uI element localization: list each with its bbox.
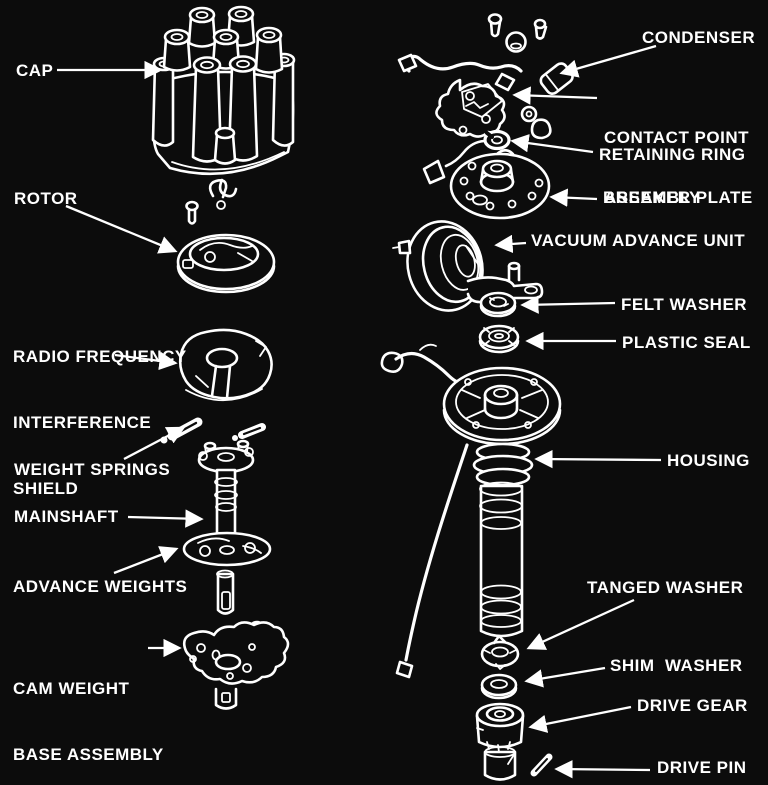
weight-springs-arrow bbox=[123, 426, 186, 461]
cam-weight-base-label-line2: BASE ASSEMBLY bbox=[13, 745, 164, 764]
plastic-seal-label: PLASTIC SEAL bbox=[622, 333, 751, 352]
breaker-plate-label: BREAKER PLATE bbox=[603, 188, 753, 207]
drive-gear-arrow bbox=[528, 705, 632, 733]
condenser-label: CONDENSER bbox=[642, 28, 756, 47]
rfi-shield-arrow bbox=[114, 351, 178, 371]
drive-pin-label: DRIVE PIN bbox=[657, 758, 747, 777]
rfi-shield-label-line1: RADIO FREQUENCY bbox=[13, 347, 187, 366]
tanged-washer-drawing bbox=[480, 634, 520, 670]
advance-weights-label: ADVANCE WEIGHTS bbox=[13, 577, 188, 596]
drive-pin-drawing bbox=[530, 753, 553, 777]
tanged-washer-label: TANGED WASHER bbox=[587, 578, 744, 597]
condenser-drawing bbox=[539, 62, 574, 95]
shim-washer-drawing bbox=[480, 673, 518, 700]
cap-label: CAP bbox=[16, 61, 54, 80]
leader-arrows bbox=[57, 44, 662, 779]
drive-gear-drawing bbox=[475, 702, 525, 781]
rotor-drawing bbox=[176, 233, 276, 294]
rfi-shield-label-line2: INTERFERENCE bbox=[13, 413, 152, 432]
mainshaft-drawing bbox=[197, 439, 255, 544]
felt-washer-label: FELT WASHER bbox=[621, 295, 748, 314]
felt-washer-drawing bbox=[479, 291, 517, 318]
drive-gear-label: DRIVE GEAR bbox=[637, 696, 748, 715]
mainshaft-arrow bbox=[127, 509, 204, 528]
rotor-arrow bbox=[65, 204, 178, 254]
rotor-screw-and-clip-drawing bbox=[185, 179, 228, 225]
retaining-ring-label: RETAINING RING bbox=[599, 145, 746, 164]
cam-weight-base-label: CAM WEIGHT BASE ASSEMBLY bbox=[13, 634, 164, 785]
rfi-shield-label-line3: SHIELD bbox=[13, 479, 79, 498]
weight-springs-label: WEIGHT SPRINGS bbox=[14, 460, 171, 479]
vacuum-advance-drawing bbox=[392, 220, 544, 312]
drive-pin-arrow bbox=[554, 759, 651, 779]
mounting-screws-drawing bbox=[487, 13, 548, 53]
contact-point-arrow bbox=[512, 86, 598, 105]
contact-point-assembly-drawing bbox=[397, 53, 552, 140]
shim-washer-arrow bbox=[524, 666, 606, 688]
contact-point-label-line1: CONTACT POINT bbox=[604, 128, 750, 147]
contact-point-label: CONTACT POINT ASSEMBLY bbox=[604, 88, 749, 248]
breaker-plate-arrow bbox=[549, 188, 598, 207]
advance-weights-arrow bbox=[113, 546, 179, 575]
felt-washer-arrow bbox=[520, 295, 616, 314]
vacuum-advance-arrow bbox=[494, 234, 527, 254]
vacuum-advance-label: VACUUM ADVANCE UNIT bbox=[531, 231, 746, 250]
cam-weight-base-drawing bbox=[182, 620, 290, 710]
plastic-seal-drawing bbox=[478, 324, 520, 354]
cap-drawing bbox=[151, 5, 296, 198]
housing-label: HOUSING bbox=[667, 451, 750, 470]
retaining-ring-arrow bbox=[510, 134, 594, 154]
breaker-plate-drawing bbox=[449, 148, 551, 220]
condenser-arrow bbox=[559, 44, 657, 78]
shim-washer-label: SHIM WASHER bbox=[610, 656, 743, 675]
cam-weight-base-label-line1: CAM WEIGHT bbox=[13, 679, 130, 698]
housing-drawing bbox=[380, 343, 562, 679]
rfi-shield-drawing bbox=[178, 328, 273, 402]
retaining-ring-drawing bbox=[422, 125, 511, 185]
housing-arrow bbox=[534, 449, 662, 469]
advance-weights-drawing bbox=[182, 531, 272, 615]
rotor-label: ROTOR bbox=[14, 189, 78, 208]
contact-point-label-line2: ASSEMBLY bbox=[604, 188, 701, 207]
rfi-shield-label: RADIO FREQUENCY INTERFERENCE SHIELD bbox=[13, 302, 187, 544]
mainshaft-label: MAINSHAFT bbox=[14, 507, 119, 526]
tanged-washer-arrow bbox=[526, 598, 635, 650]
